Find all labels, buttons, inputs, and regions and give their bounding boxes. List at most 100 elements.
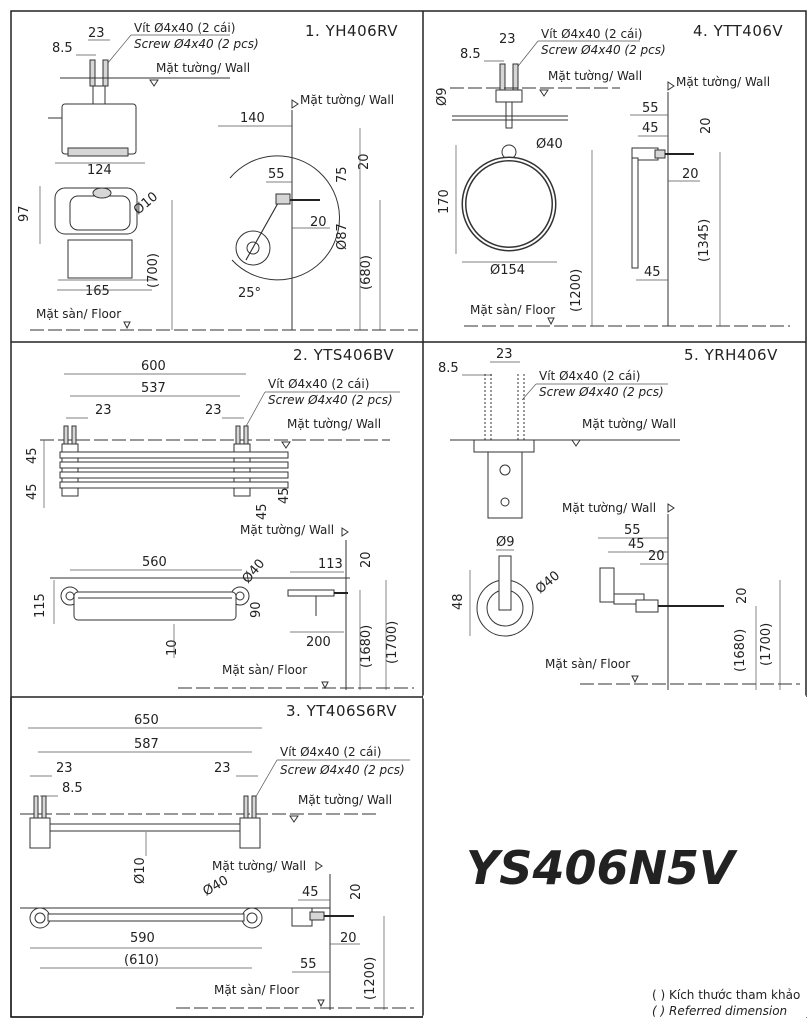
dim-height-75: 75 [335,166,350,183]
dim-angle: 25° [238,286,261,301]
dim-45c: 45 [255,503,270,520]
wall-label-2: Mặt tường/ Wall [562,501,656,515]
wall-label-2: Mặt tường/ Wall [300,93,394,107]
screw-label-en: Screw Ø4x40 (2 pcs) [134,37,259,51]
screw-label-vi: Vít Ø4x40 (2 cái) [134,21,235,35]
floor-label: Mặt sàn/ Floor [545,657,630,671]
panel-ytt406v: 4. YTT406V Vít Ø4x40 (2 cái) Screw Ø4x40… [435,22,790,327]
dim-screw-spacing: 23 [496,347,513,362]
floor-label: Mặt sàn/ Floor [222,663,307,677]
dim-screw-23a: 23 [56,761,73,776]
screw-label-vi: Vít Ø4x40 (2 cái) [268,377,369,391]
screw-label-vi: Vít Ø4x40 (2 cái) [541,27,642,41]
dim-depth-55: 55 [268,167,285,182]
dim-height-20: 20 [359,551,374,568]
dim-height-20: 20 [699,117,714,134]
dim-rod-9: Ø9 [435,87,450,106]
dim-height-1680: (1680) [359,625,374,668]
dim-width-650: 650 [134,713,159,728]
screw-label-en: Screw Ø4x40 (2 pcs) [280,763,405,777]
wall-label-2: Mặt tường/ Wall [240,523,334,537]
dim-width-165: 165 [85,284,110,299]
wall-label: Mặt tường/ Wall [156,61,250,75]
panel-title: 2. YTS406BV [293,346,394,364]
dim-depth-113: 113 [318,557,343,572]
dim-screw-offset: 8.5 [52,41,73,56]
dim-flange-40: Ø40 [533,568,563,597]
dim-height-1200: (1200) [569,269,584,312]
dim-height-20: 20 [357,153,372,170]
dim-depth-200: 200 [306,635,331,650]
dim-depth-45: 45 [302,885,319,900]
dim-115: 115 [33,593,48,618]
dim-depth-45b: 45 [644,265,661,280]
dim-depth-20: 20 [682,167,699,182]
dim-90: 90 [249,601,264,618]
dim-height-1200: (1200) [363,957,378,1000]
dim-45d: 45 [277,487,292,504]
dim-depth-55: 55 [300,957,317,972]
model-title: YS406N5V [466,841,738,895]
dim-screw-23b: 23 [214,761,231,776]
screw-label-en: Screw Ø4x40 (2 pcs) [539,385,664,399]
wall-label-2: Mặt tường/ Wall [212,859,306,873]
dim-screw-23a: 23 [95,403,112,418]
dim-rod-9: Ø9 [496,535,515,550]
dim-depth-20: 20 [310,215,327,230]
dim-height-20: 20 [349,883,364,900]
dim-height-1700: (1700) [759,623,774,666]
wall-label: Mặt tường/ Wall [298,793,392,807]
dim-depth-55: 55 [642,101,659,116]
legend-line-vi: ( ) Kích thước tham khảo [652,988,801,1002]
dim-flange-40: Ø40 [536,137,563,152]
panel-yh406rv: 1. YH406RV Vít Ø4x40 (2 cái) Screw Ø4x40… [17,21,418,331]
panel-title: 1. YH406RV [305,22,398,40]
dim-height-170: 170 [437,189,452,214]
dim-ring-154: Ø154 [490,263,525,278]
dim-flange-40: Ø40 [240,556,269,586]
dim-45a: 45 [25,447,40,464]
wall-label-2: Mặt tường/ Wall [676,75,770,89]
floor-label: Mặt sàn/ Floor [214,983,299,997]
dim-height-1700: (1700) [385,621,400,664]
dim-height-680: (680) [359,255,374,290]
panel-title: 3. YT406S6RV [286,702,397,720]
dim-depth-20: 20 [340,931,357,946]
floor-label: Mặt sàn/ Floor [36,307,121,321]
dim-height-700: (700) [146,253,161,288]
dim-roll-diameter: Ø87 [335,223,350,250]
dim-screw-spacing: 23 [499,32,516,47]
dim-screw-23b: 23 [205,403,222,418]
dim-screw-spacing: 23 [88,26,105,41]
dim-48: 48 [451,593,466,610]
dim-depth-140: 140 [240,111,265,126]
panel-yrh406v: 5. YRH406V 23 8.5 Vít Ø4x40 (2 cái) Scre… [438,346,800,690]
screw-label-vi: Vít Ø4x40 (2 cái) [280,745,381,759]
panel-yts406bv: 2. YTS406BV 600 537 23 23 Vít Ø4x40 (2 c… [25,346,414,690]
dim-width-600: 600 [141,359,166,374]
floor-label: Mặt sàn/ Floor [470,303,555,317]
dim-width-537: 537 [141,381,166,396]
panel-title: 5. YRH406V [684,346,778,364]
dim-width-top: 124 [87,163,112,178]
dim-screw-offset: 8.5 [460,47,481,62]
panel-frames [10,10,808,1019]
dim-height-20: 20 [735,587,750,604]
screw-label-en: Screw Ø4x40 (2 pcs) [541,43,666,57]
dim-height-97: 97 [17,205,32,222]
dim-height-1345: (1345) [697,219,712,262]
wall-label: Mặt tường/ Wall [548,69,642,83]
dim-45b: 45 [25,483,40,500]
wall-label: Mặt tường/ Wall [582,417,676,431]
dim-screw-offset: 8.5 [438,361,459,376]
dim-width-587: 587 [134,737,159,752]
dim-depth-20: 20 [648,549,665,564]
panel-yt406s6rv: 3. YT406S6RV 650 587 23 23 8.5 Vít Ø4x40… [20,702,414,1010]
dim-depth-45: 45 [628,537,645,552]
dim-screw-offset: 8.5 [62,781,83,796]
dim-width-590: 590 [130,931,155,946]
dim-rod-10: Ø10 [133,857,148,884]
dim-width-610: (610) [124,953,159,968]
screw-label-vi: Vít Ø4x40 (2 cái) [539,369,640,383]
